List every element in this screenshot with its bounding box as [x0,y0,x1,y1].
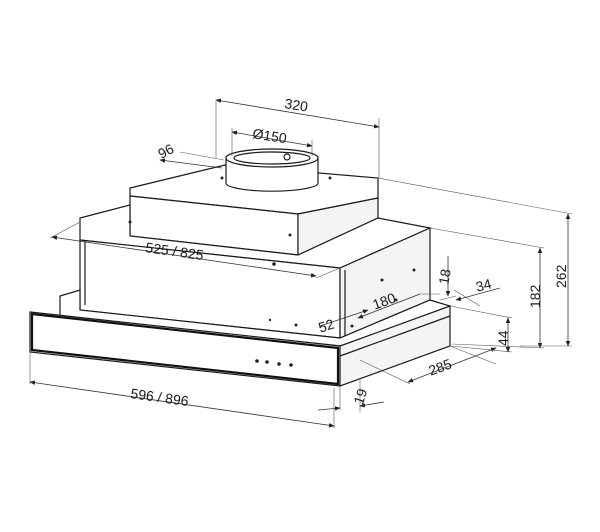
dimension-lines [29,98,573,428]
label-panel-height: 44 [495,330,511,346]
label-top-width: 320 [284,95,310,114]
label-depth-52: 52 [316,316,336,336]
label-depth-180: 180 [370,289,398,312]
label-body-height: 182 [527,284,543,308]
label-depth-285: 285 [426,355,454,378]
button-dot-icon [289,363,293,367]
label-duct-offset: 96 [155,140,176,162]
label-duct-diameter: Ø150 [252,125,289,146]
label-panel-depth: 19 [350,386,370,406]
control-buttons [255,359,293,367]
hood-body [29,148,452,387]
label-side-offset: 34 [474,275,493,294]
label-inner-height: 18 [435,267,453,285]
button-dot-icon [265,360,269,364]
label-front-width: 596 / 896 [130,385,190,409]
duct-collar [225,148,319,192]
front-panel-border [30,312,340,386]
button-dot-icon [277,362,281,366]
label-total-height: 262 [553,264,569,288]
button-dot-icon [255,359,259,363]
dimension-labels: 320 Ø150 96 525 / 825 596 / 896 19 18 34… [130,95,569,409]
